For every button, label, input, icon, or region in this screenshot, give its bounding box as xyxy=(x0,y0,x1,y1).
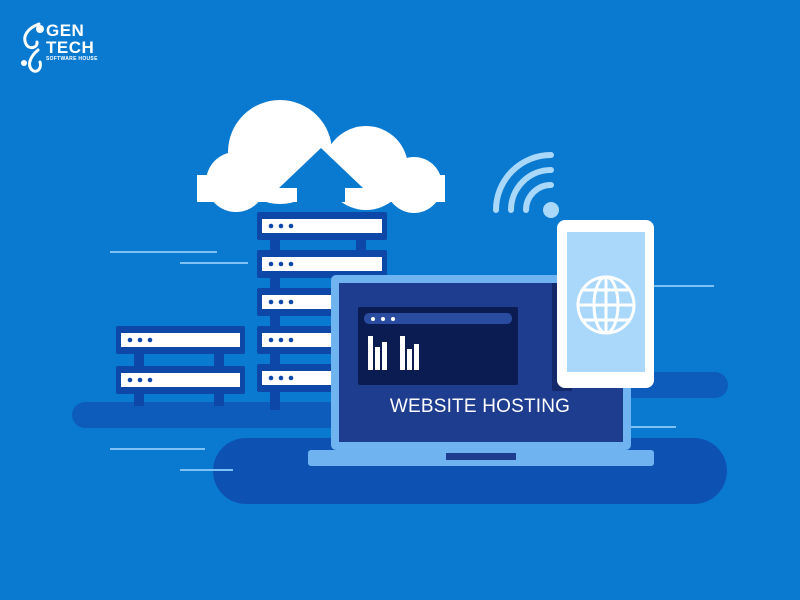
server-stack-left xyxy=(116,326,245,406)
wifi-icon xyxy=(493,152,559,218)
gentech-logo-mark xyxy=(21,22,44,73)
server-rack-icon xyxy=(116,326,245,354)
cloud-upload-icon xyxy=(197,100,445,213)
server-rack-icon xyxy=(116,366,245,394)
hero-label: WEBSITE HOSTING xyxy=(389,396,571,417)
server-rack-icon xyxy=(257,212,387,240)
upload-arrow-icon xyxy=(279,148,363,202)
brand-logo: GEN TECH SOFTWARE HOUSE xyxy=(46,22,98,63)
smartphone-icon xyxy=(557,220,654,388)
brand-name-line1: GEN xyxy=(46,21,85,40)
globe-icon xyxy=(576,275,636,335)
dashboard-window xyxy=(358,307,518,385)
server-rack-icon xyxy=(257,250,387,278)
brand-tagline: SOFTWARE HOUSE xyxy=(46,56,98,62)
back-platform xyxy=(72,402,342,428)
bar-chart-icon xyxy=(368,336,419,370)
brand-name-line2: TECH xyxy=(46,38,95,57)
